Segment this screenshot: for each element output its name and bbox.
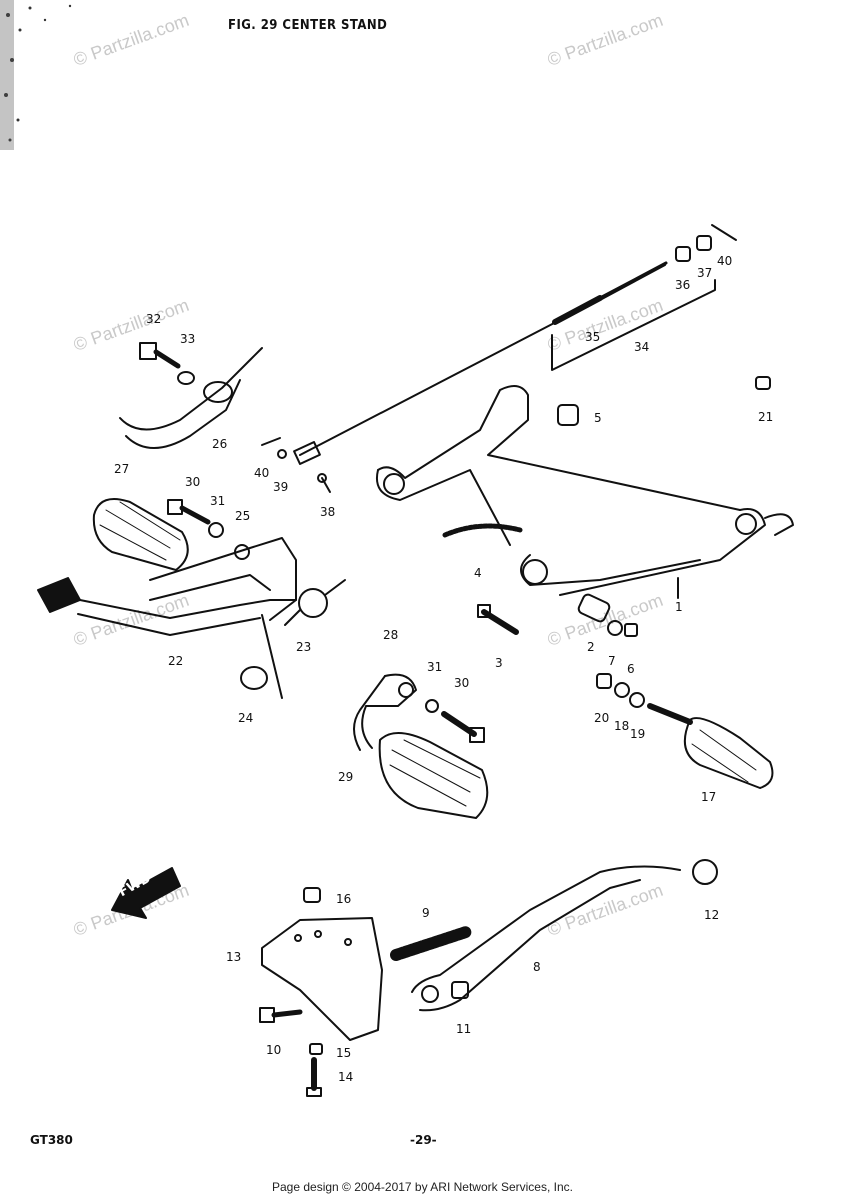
fwd-arrow — [111, 867, 181, 919]
callout-37[interactable]: 37 — [697, 266, 713, 280]
callout-15[interactable]: 15 — [336, 1046, 352, 1060]
callout-32[interactable]: 32 — [146, 312, 162, 326]
callout-28[interactable]: 28 — [383, 628, 399, 642]
callout-19[interactable]: 19 — [630, 727, 646, 741]
callout-18[interactable]: 18 — [614, 719, 630, 733]
stand-cable — [293, 261, 716, 465]
footrest-rubber-27 — [92, 498, 189, 571]
callout-35[interactable]: 35 — [585, 330, 601, 344]
seal-24 — [240, 666, 268, 690]
callout-12[interactable]: 12 — [704, 908, 720, 922]
callout-11[interactable]: 11 — [456, 1022, 472, 1036]
nut-6 — [624, 623, 638, 637]
scan-speckle — [0, 0, 72, 150]
nut-37 — [696, 235, 712, 251]
callout-16[interactable]: 16 — [336, 892, 352, 906]
washer-7 — [607, 620, 623, 636]
spring-9 — [390, 926, 472, 961]
nut-16 — [303, 887, 321, 903]
washer-31-top — [208, 522, 224, 538]
callout-25[interactable]: 25 — [235, 509, 251, 523]
callout-23[interactable]: 23 — [296, 640, 312, 654]
washer-18 — [614, 682, 630, 698]
callout-36[interactable]: 36 — [675, 278, 691, 292]
callout-27[interactable]: 27 — [114, 462, 130, 476]
callout-4[interactable]: 4 — [474, 566, 482, 580]
callout-24[interactable]: 24 — [238, 711, 254, 725]
pin-40 — [261, 437, 281, 446]
callout-17[interactable]: 17 — [701, 790, 717, 804]
bush-2 — [577, 593, 611, 623]
callout-30-top[interactable]: 30 — [185, 475, 201, 489]
washer-33 — [177, 371, 195, 385]
bolt-14 — [306, 1057, 322, 1097]
nut-15 — [309, 1043, 323, 1055]
pin-40-top — [711, 224, 737, 241]
bolt-30-top — [167, 499, 211, 525]
footrest-arm-28 — [353, 673, 417, 751]
nut-36 — [675, 246, 691, 262]
callout-40-top[interactable]: 40 — [717, 254, 733, 268]
callout-31-mid[interactable]: 31 — [427, 660, 443, 674]
washer-19 — [629, 692, 645, 708]
side-stand-8 — [411, 865, 681, 1012]
copyright-notice: Page design © 2004-2017 by ARI Network S… — [271, 1180, 573, 1194]
callout-6[interactable]: 6 — [627, 662, 635, 676]
callout-40-left[interactable]: 40 — [254, 466, 270, 480]
callout-10[interactable]: 10 — [266, 1043, 282, 1057]
callout-21[interactable]: 21 — [758, 410, 774, 424]
callout-38[interactable]: 38 — [320, 505, 336, 519]
bolt-10 — [259, 1007, 303, 1023]
callout-2[interactable]: 2 — [587, 640, 595, 654]
callout-29[interactable]: 29 — [338, 770, 354, 784]
callout-31-top[interactable]: 31 — [210, 494, 226, 508]
pin-38 — [317, 473, 331, 493]
callout-30-mid[interactable]: 30 — [454, 676, 470, 690]
callout-26[interactable]: 26 — [212, 437, 228, 451]
washer-31-mid — [425, 699, 439, 713]
bolt-32 — [139, 342, 181, 369]
callout-33[interactable]: 33 — [180, 332, 196, 346]
bushing-5 — [557, 404, 579, 426]
cap-21 — [755, 376, 771, 390]
callout-7[interactable]: 7 — [608, 654, 616, 668]
page-number: -29- — [410, 1133, 437, 1147]
callout-14[interactable]: 14 — [338, 1070, 354, 1084]
callout-34[interactable]: 34 — [634, 340, 650, 354]
callout-9[interactable]: 9 — [422, 906, 430, 920]
model-label: GT380 — [30, 1133, 73, 1147]
cap-12 — [692, 859, 718, 885]
callout-5[interactable]: 5 — [594, 411, 602, 425]
spring-23 — [284, 579, 346, 626]
spring-4 — [442, 523, 523, 538]
callout-20[interactable]: 20 — [594, 711, 610, 725]
footrest-17 — [647, 703, 774, 789]
figure-title: FIG. 29 CENTER STAND — [228, 18, 388, 33]
center-stand — [376, 385, 794, 599]
footrest-arm-25 — [149, 537, 297, 621]
washer-39 — [277, 449, 287, 459]
nut-11 — [451, 981, 469, 999]
callout-1[interactable]: 1 — [675, 600, 683, 614]
footrest-rubber-29 — [378, 732, 489, 819]
callout-39[interactable]: 39 — [273, 480, 289, 494]
callout-3[interactable]: 3 — [495, 656, 503, 670]
brake-pedal-22 — [37, 577, 297, 636]
leader-22-23 — [261, 614, 283, 699]
nut-20 — [596, 673, 612, 689]
bolt-3 — [477, 604, 519, 635]
callout-22[interactable]: 22 — [168, 654, 184, 668]
bracket-13 — [261, 917, 383, 1041]
callout-13[interactable]: 13 — [226, 950, 242, 964]
footrest-bracket-26 — [119, 347, 263, 449]
callout-8[interactable]: 8 — [533, 960, 541, 974]
bolt-30-mid — [441, 711, 485, 743]
